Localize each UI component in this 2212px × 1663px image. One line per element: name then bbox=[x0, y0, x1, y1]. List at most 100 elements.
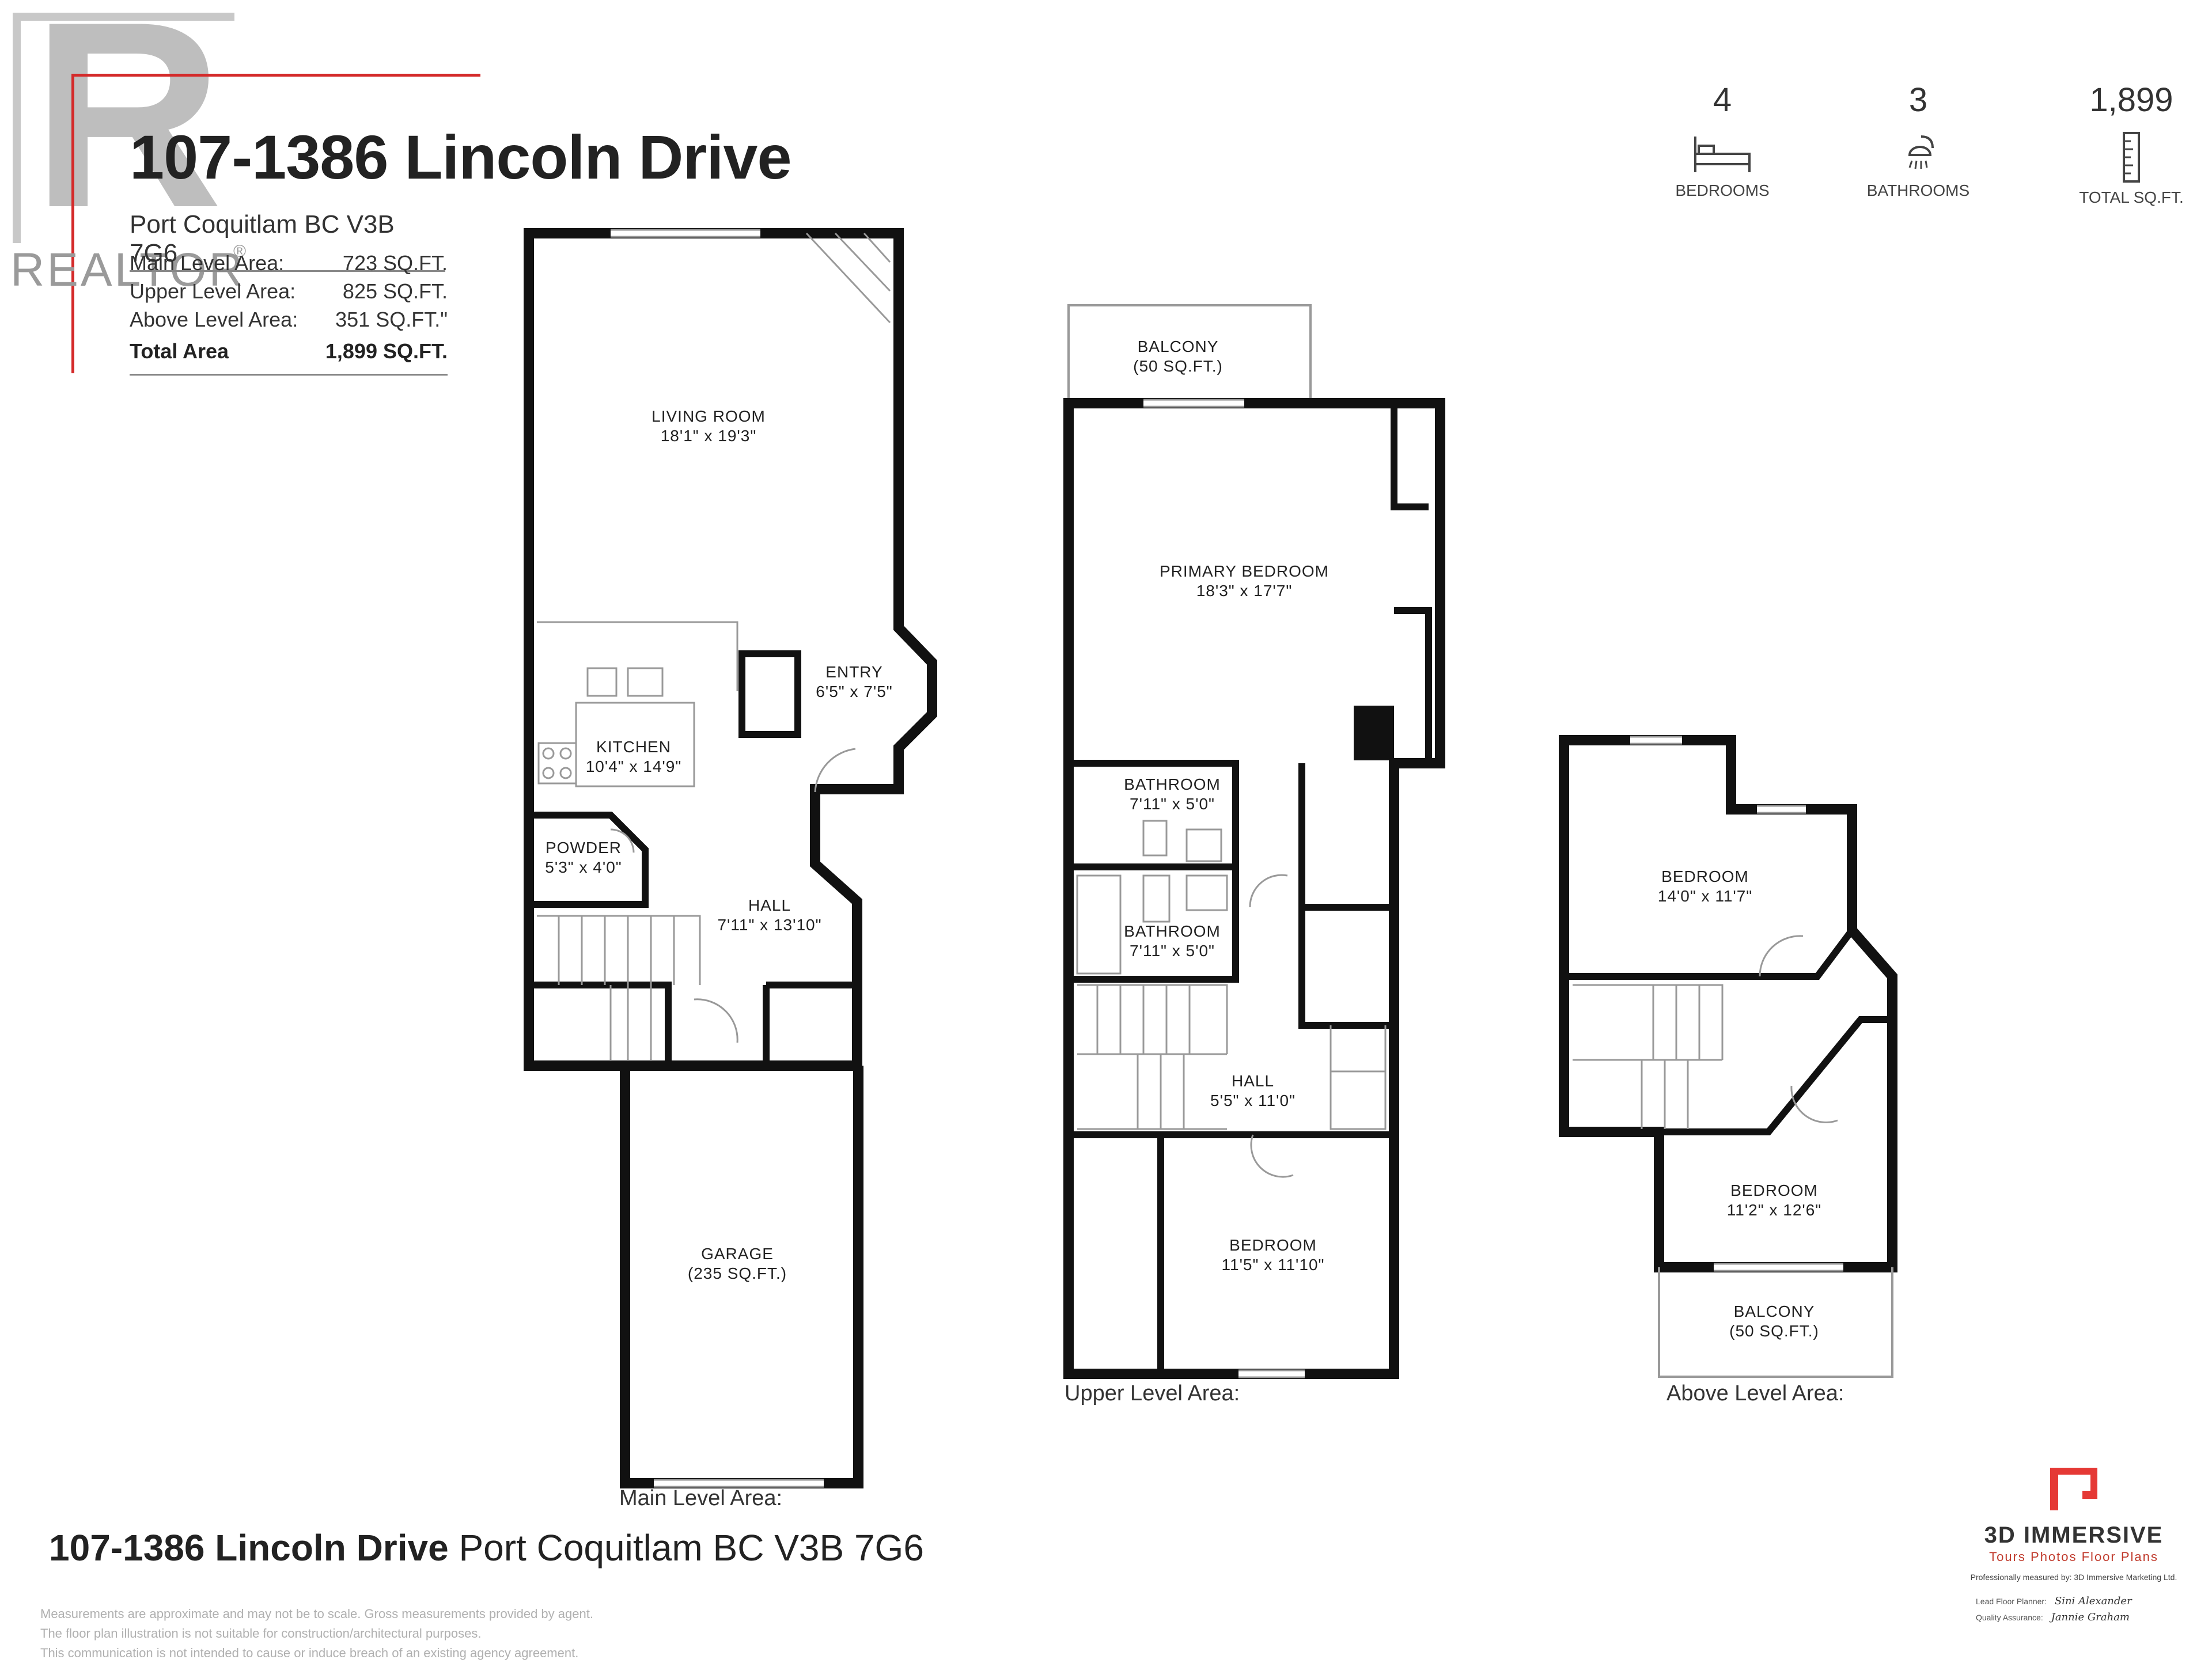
bathrooms-count: 3 bbox=[1908, 81, 1928, 119]
sqft-count: 1,899 bbox=[2089, 81, 2173, 119]
main-level-interior bbox=[529, 650, 857, 1069]
sqft-label: TOTAL SQ.FT. bbox=[2079, 188, 2184, 206]
room-name: BEDROOM bbox=[1730, 1181, 1818, 1199]
credit-planner: Lead Floor Planner: Sini Alexander bbox=[1976, 1593, 2200, 1609]
room-dimensions: 6'5" x 7'5" bbox=[816, 683, 893, 700]
room-dimensions: 7'11" x 5'0" bbox=[1130, 942, 1215, 960]
main-level-windows bbox=[611, 230, 824, 1486]
room-powder: POWDER 5'3" x 4'0" bbox=[545, 838, 622, 877]
above-balcony-rail bbox=[1658, 1267, 1893, 1378]
room-balcony-upper: BALCONY (50 SQ.FT.) bbox=[1133, 337, 1223, 376]
room-dimensions: 11'2" x 12'6" bbox=[1726, 1201, 1822, 1219]
upper-level-interior bbox=[1069, 403, 1432, 1374]
room-name: BATHROOM bbox=[1124, 775, 1221, 793]
room-garage: GARAGE (235 SQ.FT.) bbox=[688, 1244, 787, 1283]
above-level-windows bbox=[1630, 737, 1843, 1270]
area-summary: Main Level Area: 723 SQ.FT. Upper Level … bbox=[130, 251, 448, 376]
brand-measured-by: Professionally measured by: 3D Immersive… bbox=[1970, 1573, 2177, 1582]
room-primary-bedroom: PRIMARY BEDROOM 18'3" x 17'7" bbox=[1160, 562, 1329, 601]
room-name: BATHROOM bbox=[1124, 922, 1221, 940]
above-level-fixtures bbox=[1573, 935, 1838, 1129]
area-value: 825 SQ.FT. bbox=[342, 279, 448, 303]
room-balcony-above: BALCONY (50 SQ.FT.) bbox=[1729, 1302, 1819, 1341]
total-area-label: Total Area bbox=[130, 339, 229, 363]
room-name: BALCONY bbox=[1733, 1302, 1815, 1320]
room-bedroom-above-1: BEDROOM 14'0" x 11'7" bbox=[1658, 867, 1752, 906]
room-name: HALL bbox=[748, 896, 791, 914]
brand-tagline: Tours Photos Floor Plans bbox=[1989, 1550, 2158, 1564]
area-value: 351 SQ.FT." bbox=[335, 308, 448, 331]
room-dimensions: 11'5" x 11'10" bbox=[1221, 1256, 1325, 1274]
room-dimensions: 10'4" x 14'9" bbox=[585, 757, 682, 775]
disclaimer-line: This communication is not intended to ca… bbox=[40, 1646, 579, 1660]
room-dimensions: 14'0" x 11'7" bbox=[1657, 887, 1753, 905]
credit-label: Quality Assurance: bbox=[1976, 1613, 2043, 1622]
total-area-value: 1,899 SQ.FT. bbox=[325, 339, 448, 363]
room-dimensions: (50 SQ.FT.) bbox=[1729, 1322, 1819, 1340]
area-value: 723 SQ.FT. bbox=[342, 251, 448, 275]
upper-balcony-rail bbox=[1067, 304, 1312, 412]
room-name: GARAGE bbox=[701, 1245, 774, 1263]
brand-logo-icon bbox=[2050, 1468, 2097, 1510]
room-bathroom-1: BATHROOM 7'11" x 5'0" bbox=[1124, 775, 1221, 814]
above-level-interior bbox=[1564, 928, 1892, 1135]
room-hall-main: HALL 7'11" x 13'10" bbox=[717, 896, 821, 935]
stat-bathrooms: 3 BATHROOMS bbox=[1832, 81, 2005, 200]
room-dimensions: 18'3" x 17'7" bbox=[1196, 582, 1293, 600]
room-name: LIVING ROOM bbox=[652, 407, 766, 425]
credit-signature: Sini Alexander bbox=[2054, 1595, 2132, 1607]
room-dimensions: 18'1" x 19'3" bbox=[660, 427, 757, 445]
room-bathroom-2: BATHROOM 7'11" x 5'0" bbox=[1124, 922, 1221, 961]
room-dimensions: (235 SQ.FT.) bbox=[687, 1264, 787, 1282]
main-level-fixtures bbox=[537, 232, 891, 1060]
credit-label: Lead Floor Planner: bbox=[1976, 1597, 2047, 1606]
room-name: KITCHEN bbox=[596, 738, 671, 756]
room-bedroom-above-2: BEDROOM 11'2" x 12'6" bbox=[1727, 1181, 1821, 1220]
area-label: Upper Level Area: bbox=[130, 279, 296, 303]
room-name: ENTRY bbox=[825, 663, 883, 681]
page-title: 107-1386 Lincoln Drive bbox=[130, 122, 792, 192]
footer-address-street: 107-1386 Lincoln Drive bbox=[49, 1527, 449, 1569]
footer-address: 107-1386 Lincoln Drive Port Coquitlam BC… bbox=[49, 1526, 924, 1569]
room-dimensions: 7'11" x 5'0" bbox=[1130, 795, 1215, 813]
upper-level-window-lines bbox=[1143, 399, 1305, 1378]
above-level-window-lines bbox=[1630, 736, 1843, 1272]
above-level-walls bbox=[1559, 735, 1897, 1272]
level-label-main: Main Level Area: bbox=[619, 1486, 783, 1510]
upper-closet-fill bbox=[1354, 706, 1394, 760]
room-living: LIVING ROOM 18'1" x 19'3" bbox=[652, 407, 766, 446]
room-kitchen: KITCHEN 10'4" x 14'9" bbox=[586, 737, 682, 776]
room-dimensions: 7'11" x 13'10" bbox=[717, 916, 822, 934]
room-entry: ENTRY 6'5" x 7'5" bbox=[816, 662, 892, 702]
level-label-upper: Upper Level Area: bbox=[1065, 1381, 1240, 1406]
area-row-main: Main Level Area: 723 SQ.FT. bbox=[130, 251, 448, 279]
credit-signature: Jannie Graham bbox=[2051, 1611, 2130, 1623]
ruler-icon bbox=[2123, 132, 2140, 183]
bedrooms-label: BEDROOMS bbox=[1675, 181, 1770, 199]
room-dimensions: 5'5" x 11'0" bbox=[1210, 1092, 1296, 1109]
room-hall-upper: HALL 5'5" x 11'0" bbox=[1210, 1071, 1296, 1111]
realtor-wordmark: REALTOR bbox=[10, 244, 245, 296]
upper-level-walls bbox=[1063, 398, 1445, 1379]
area-row-total: Total Area 1,899 SQ.FT. bbox=[130, 336, 448, 376]
main-level-window-lines bbox=[611, 229, 824, 1488]
room-name: PRIMARY BEDROOM bbox=[1159, 562, 1330, 580]
registered-mark: ® bbox=[233, 242, 247, 261]
realtor-accent-line-vertical bbox=[71, 74, 74, 373]
stat-total-sqft: 1,899 TOTAL SQ.FT. bbox=[2045, 81, 2212, 207]
area-label: Main Level Area: bbox=[130, 251, 285, 275]
brand-credits: Lead Floor Planner: Sini Alexander Quali… bbox=[1976, 1593, 2200, 1626]
brand-block: 3D IMMERSIVE Tours Photos Floor Plans Pr… bbox=[1947, 1463, 2200, 1626]
page-subtitle: Port Coquitlam BC V3B 7G6 bbox=[130, 210, 445, 272]
room-dimensions: (50 SQ.FT.) bbox=[1133, 357, 1223, 375]
room-name: BALCONY bbox=[1137, 338, 1219, 355]
room-dimensions: 5'3" x 4'0" bbox=[545, 858, 622, 876]
area-label: Above Level Area: bbox=[130, 308, 298, 331]
brand-name: 3D IMMERSIVE bbox=[1984, 1522, 2164, 1548]
area-row-above: Above Level Area: 351 SQ.FT." bbox=[130, 308, 448, 336]
room-name: BEDROOM bbox=[1229, 1236, 1317, 1254]
room-name: HALL bbox=[1231, 1072, 1275, 1090]
shower-icon bbox=[1908, 135, 1934, 169]
disclaimer: Measurements are approximate and may not… bbox=[40, 1604, 593, 1663]
stat-bedrooms: 4 BEDROOMS bbox=[1636, 81, 1809, 200]
